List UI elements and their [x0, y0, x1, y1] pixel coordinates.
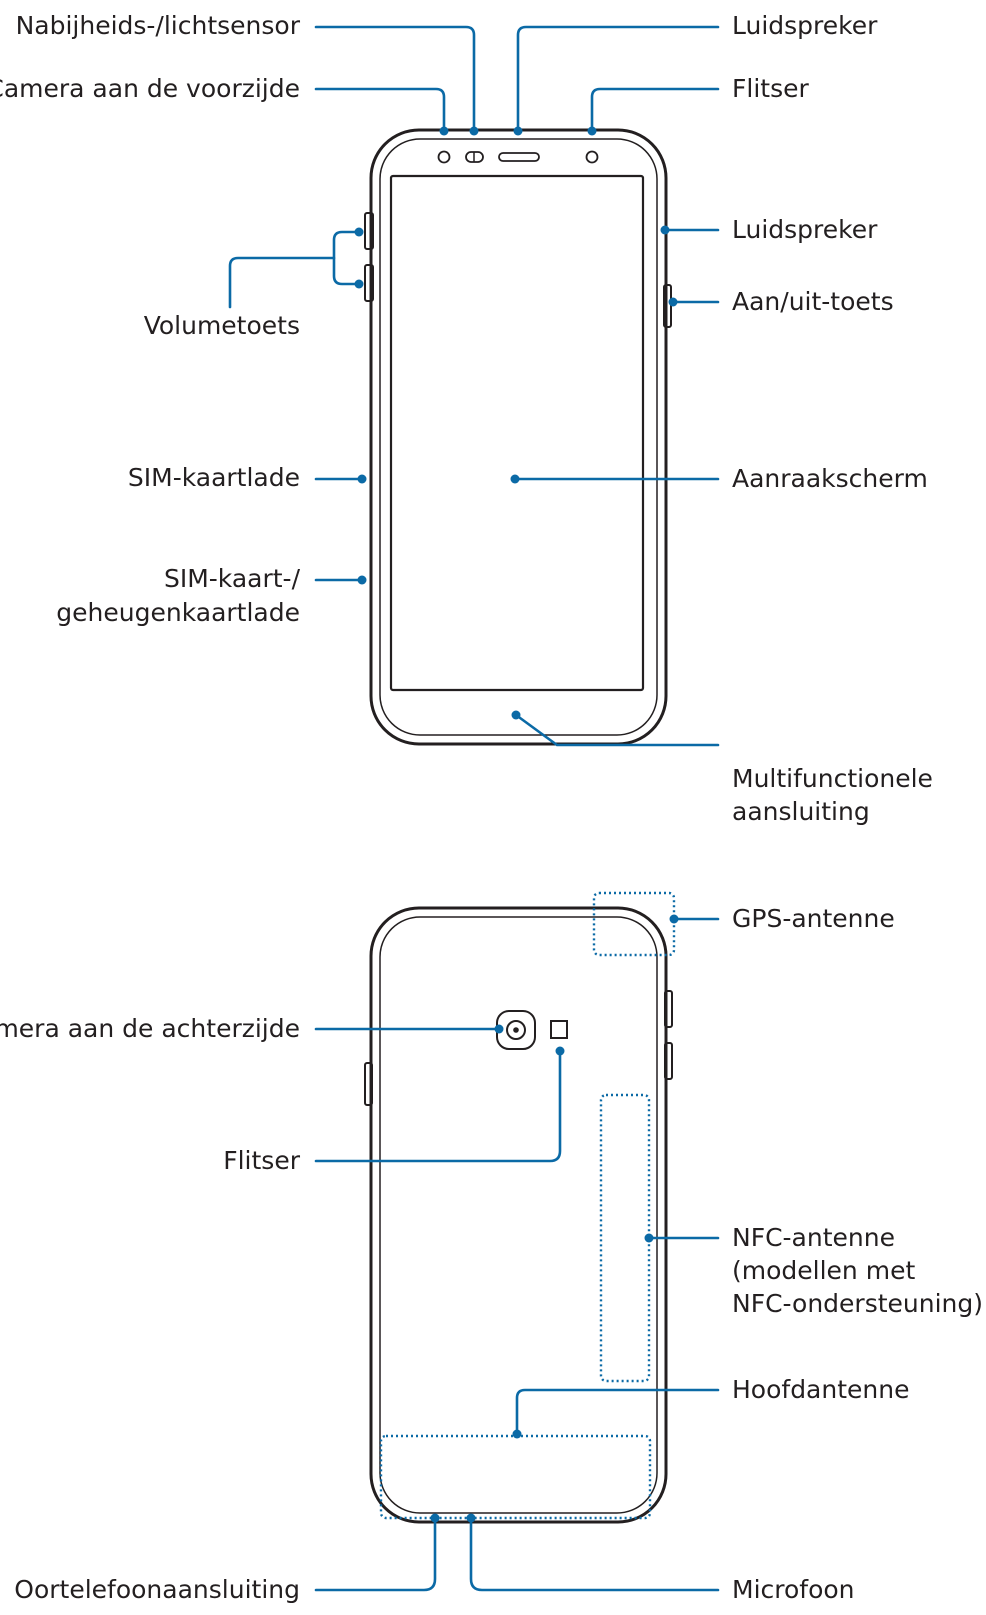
leader-microphone — [469, 1518, 720, 1592]
front-glass-edge — [379, 138, 658, 736]
label-top-speaker: Luidspreker — [732, 11, 878, 40]
leader-top-flash — [590, 87, 720, 130]
marker-gps-antenna — [669, 914, 679, 924]
front-flash-lens — [585, 150, 599, 164]
label-nfc-antenna-line1: NFC-antenne — [732, 1223, 895, 1252]
marker-volume-up — [354, 227, 364, 237]
label-front-camera: Camera aan de voorzijde — [0, 74, 300, 103]
earpiece-speaker-grille — [498, 152, 540, 162]
label-sim-memory-tray-line2: geheugenkaartlade — [56, 598, 300, 627]
label-top-flash: Flitser — [732, 74, 809, 103]
rear-camera-lens — [506, 1020, 526, 1040]
front-camera-lens — [437, 150, 451, 164]
nfc-antenna-zone — [599, 1093, 651, 1383]
marker-microphone — [466, 1513, 476, 1523]
front-view: Nabijheids-/lichtsensor Camera aan de vo… — [0, 11, 933, 826]
back-phone-body — [369, 906, 668, 1524]
back-view: GPS-antenne Camera aan de achterzijde Fl… — [0, 891, 983, 1604]
label-multipurpose-jack-line2: aansluiting — [732, 797, 870, 826]
label-microphone: Microfoon — [732, 1575, 855, 1604]
front-phone-body — [369, 128, 668, 746]
marker-sim-memory-tray — [357, 575, 367, 585]
leader-proximity-sensor — [314, 25, 476, 130]
marker-volume-down — [354, 279, 364, 289]
label-proximity-sensor: Nabijheids-/lichtsensor — [16, 11, 301, 40]
label-volume-key: Volumetoets — [144, 311, 300, 340]
leader-rear-flash — [314, 1051, 562, 1163]
volume-down-button — [364, 264, 374, 302]
front-screen — [389, 174, 645, 692]
label-touchscreen: Aanraakscherm — [732, 464, 928, 493]
gps-antenna-zone — [592, 891, 676, 957]
marker-side-speaker — [660, 225, 670, 235]
marker-power-key — [668, 297, 678, 307]
label-rear-flash: Flitser — [223, 1146, 300, 1175]
label-side-speaker: Luidspreker — [732, 215, 878, 244]
label-power-key: Aan/uit-toets — [732, 287, 894, 316]
label-multipurpose-jack-line1: Multifunctionele — [732, 764, 933, 793]
volume-up-button — [364, 212, 374, 250]
label-sim-tray: SIM-kaartlade — [128, 463, 300, 492]
marker-top-flash — [587, 126, 597, 136]
marker-rear-flash — [555, 1046, 565, 1056]
marker-nfc-antenna — [644, 1233, 654, 1243]
marker-earphone-jack — [430, 1513, 440, 1523]
label-nfc-antenna-line3: NFC-ondersteuning) — [732, 1289, 983, 1318]
leader-earphone-jack — [314, 1518, 437, 1592]
label-gps-antenna: GPS-antenne — [732, 904, 895, 933]
back-cover-edge — [379, 916, 658, 1514]
label-sim-memory-tray-line1: SIM-kaart-/ — [164, 564, 301, 593]
marker-front-camera — [439, 126, 449, 136]
label-rear-camera: Camera aan de achterzijde — [0, 1014, 300, 1043]
rear-flash-icon — [550, 1020, 568, 1039]
marker-top-speaker — [513, 126, 523, 136]
leader-volume-bracket — [332, 230, 361, 286]
marker-sim-tray — [357, 474, 367, 484]
label-earphone-jack: Oortelefoonaansluiting — [14, 1575, 300, 1604]
leader-volume-key — [228, 256, 336, 309]
leader-multipurpose-jack — [514, 713, 720, 747]
leader-top-speaker — [516, 25, 720, 130]
label-main-antenna: Hoofdantenne — [732, 1375, 909, 1404]
rear-camera-lens-center — [513, 1027, 519, 1033]
marker-rear-camera — [494, 1024, 504, 1034]
marker-main-antenna — [512, 1429, 522, 1439]
marker-touchscreen — [510, 474, 520, 484]
marker-proximity-sensor — [469, 126, 479, 136]
marker-multipurpose-jack — [511, 710, 521, 720]
leader-front-camera — [314, 87, 446, 130]
label-nfc-antenna-line2: (modellen met — [732, 1256, 915, 1285]
leader-main-antenna — [515, 1388, 720, 1434]
main-antenna-zone — [379, 1434, 652, 1520]
